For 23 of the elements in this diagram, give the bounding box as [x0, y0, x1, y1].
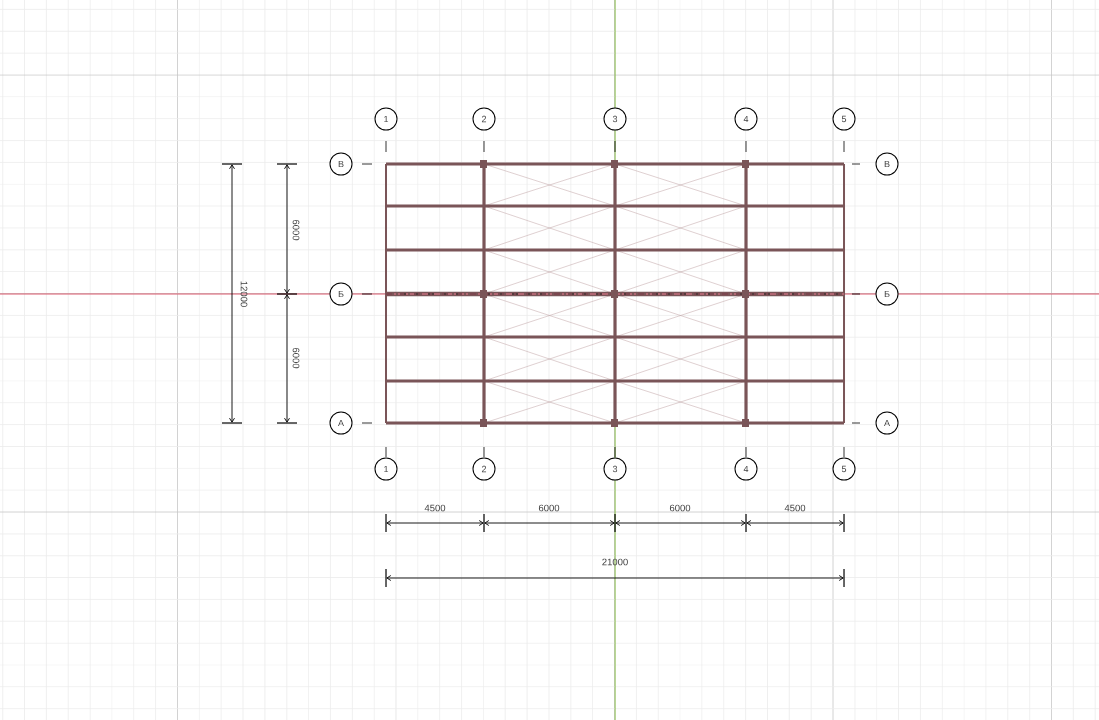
- dimension-label: 6000: [669, 504, 691, 512]
- axis-bubble: 1: [374, 457, 398, 481]
- axis-bubble: 4: [734, 107, 758, 131]
- axis-bubble: А: [329, 411, 353, 435]
- axis-bubble: Б: [875, 282, 899, 306]
- axis-bubble: В: [329, 152, 353, 176]
- axis-bubble: 3: [603, 457, 627, 481]
- axis-bubble: 5: [832, 457, 856, 481]
- dimension-label: 6000: [292, 347, 300, 369]
- axis-bubble: 2: [472, 457, 496, 481]
- axis-bubble: 3: [603, 107, 627, 131]
- dimension-label: 6000: [292, 219, 300, 241]
- dimension-label: 4500: [784, 504, 806, 512]
- axis-bubble: 2: [472, 107, 496, 131]
- axis-bubble: 1: [374, 107, 398, 131]
- axis-bubble: Б: [329, 282, 353, 306]
- axis-bubble: 5: [832, 107, 856, 131]
- axis-bubble: А: [875, 411, 899, 435]
- dimension-label: 6000: [538, 504, 560, 512]
- axis-bubble: В: [875, 152, 899, 176]
- dimension-label: 12000: [240, 281, 248, 307]
- dimension-label: 4500: [424, 504, 446, 512]
- axis-bubble: 4: [734, 457, 758, 481]
